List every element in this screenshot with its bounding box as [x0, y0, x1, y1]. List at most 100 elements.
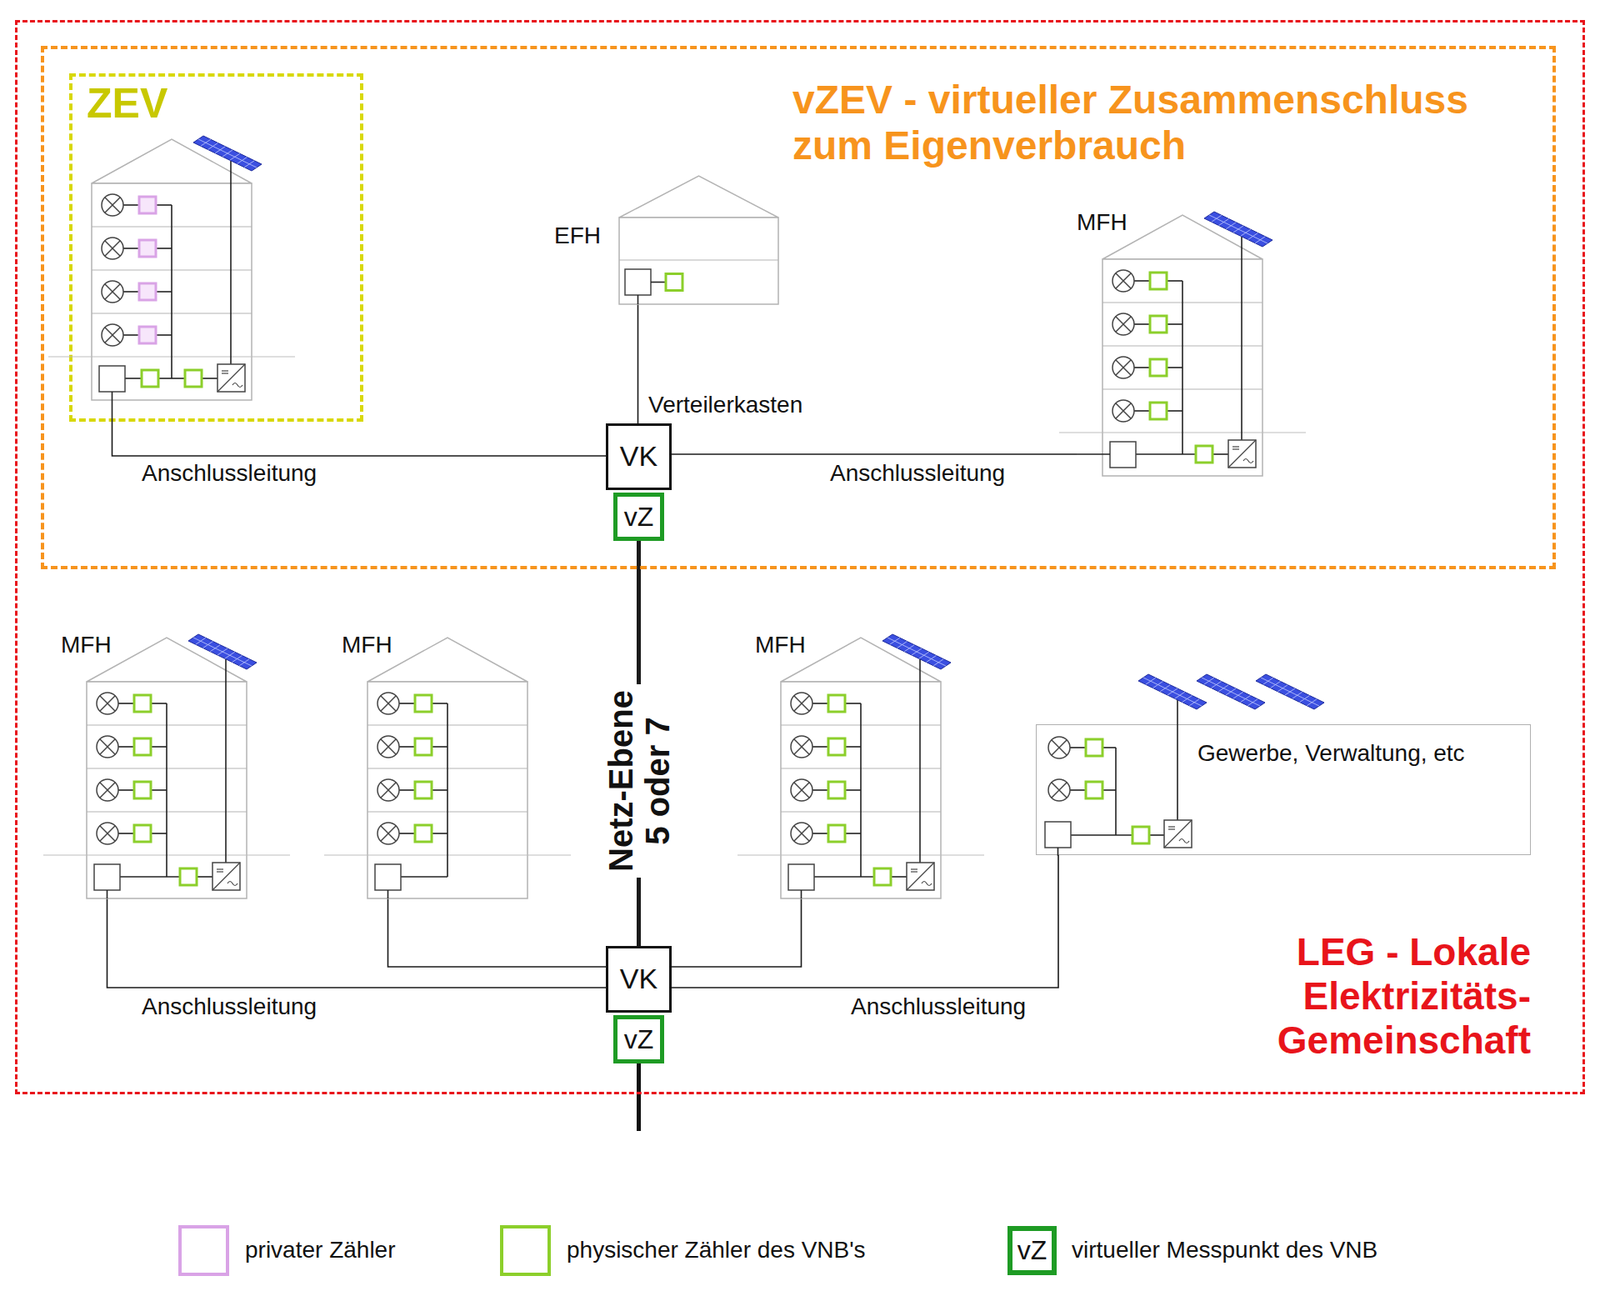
wire — [446, 703, 449, 877]
grid-meter — [180, 868, 197, 885]
lamp-symbol — [1048, 779, 1070, 801]
lamp-symbol — [1112, 400, 1135, 422]
lamp-cross — [1115, 316, 1131, 332]
legend-text-anchor: virtueller Messpunkt des VNB — [1071, 1236, 1378, 1264]
house-connection-box — [1045, 821, 1071, 848]
grid-meter — [828, 825, 845, 842]
wire — [196, 875, 213, 878]
wire — [1149, 834, 1165, 836]
distribution-box: VK — [605, 945, 672, 1013]
inverter-ac — [227, 881, 238, 886]
label-anchor: Anschlussleitung — [140, 460, 319, 487]
lamp-cross — [1051, 740, 1067, 755]
wire — [1134, 410, 1150, 412]
wire — [158, 377, 185, 380]
wire — [1166, 410, 1183, 412]
grid-meter — [134, 781, 151, 799]
lamp-cross — [794, 695, 810, 711]
vzev-region: ZEVEFHMFHVKvZvZEV - virtueller Zusammens… — [40, 45, 1556, 570]
connection-line — [112, 421, 607, 456]
house-connection-box — [375, 864, 401, 890]
wire — [1076, 453, 1110, 455]
wire — [1070, 789, 1086, 791]
inverter-ac — [921, 881, 932, 886]
wire — [1134, 323, 1150, 325]
inverter-symbol — [212, 862, 240, 890]
lamp-cross — [100, 782, 115, 798]
inverter-symbol — [217, 364, 245, 392]
lamp-symbol — [790, 692, 813, 715]
solar-cell-line — [198, 139, 257, 168]
wire — [118, 789, 135, 791]
wire — [890, 875, 907, 878]
wire — [399, 789, 415, 791]
lamp-cross — [1115, 403, 1131, 419]
mfh-building: MFH — [1076, 209, 1273, 476]
lamp-cross — [100, 739, 115, 755]
solar-panel — [1196, 674, 1265, 710]
wire — [1070, 834, 1133, 836]
efh-building: EFH — [554, 173, 779, 305]
wire — [170, 205, 173, 379]
line-label: Anschlussleitung — [828, 460, 1007, 487]
roof — [91, 139, 252, 184]
wire — [1135, 453, 1196, 455]
wire — [1240, 230, 1243, 440]
inverter-ac — [1243, 459, 1254, 464]
legend-text-anchor: physischer Zähler des VNB's — [566, 1236, 866, 1264]
grid-meter — [1085, 781, 1103, 799]
grid-meter — [1195, 445, 1213, 463]
inverter-dc — [910, 868, 918, 870]
grid-line — [636, 1063, 641, 1131]
lamp-symbol — [790, 735, 813, 758]
solar-cell-line — [1143, 677, 1202, 706]
wire — [1102, 789, 1116, 791]
lamp-cross — [380, 695, 396, 711]
wire — [118, 702, 135, 705]
lamp-cross — [105, 197, 120, 213]
lamp-cross — [1051, 782, 1067, 798]
grid-meter — [1150, 402, 1167, 420]
leg-region: ZEVEFHMFHVKvZvZEV - virtueller Zusammens… — [15, 20, 1585, 1095]
wire — [155, 204, 172, 206]
wire — [431, 702, 448, 705]
mfh-building: MFH — [755, 631, 951, 899]
region-title: ZEV — [86, 80, 168, 129]
lamp-cross — [105, 327, 120, 343]
wire — [399, 702, 415, 705]
building-wall — [367, 681, 528, 899]
house-connection-box — [94, 864, 120, 890]
lamp-cross — [794, 782, 810, 798]
legend-text: physischer Zähler des VNB's — [566, 1236, 866, 1264]
lamp-cross — [380, 782, 396, 798]
building-label: Gewerbe, Verwaltung, etc — [1197, 740, 1465, 767]
wire — [201, 377, 218, 380]
solar-cell-line — [193, 637, 252, 666]
connection-line — [388, 898, 607, 967]
wire — [1070, 746, 1086, 749]
wire — [399, 745, 415, 748]
lamp-cross — [1115, 273, 1131, 289]
grid-meter — [828, 781, 845, 799]
wire — [637, 295, 640, 305]
private-meter — [139, 326, 156, 344]
lamp-symbol — [790, 822, 813, 845]
wire — [814, 875, 875, 878]
wire — [155, 247, 172, 250]
solar-panel — [1204, 211, 1273, 247]
lamp-cross — [1115, 403, 1131, 419]
floor-line — [619, 259, 779, 260]
lamp-cross — [100, 695, 115, 711]
lamp-cross — [794, 782, 810, 798]
lamp-cross — [380, 782, 396, 798]
building-label: MFH — [60, 631, 112, 659]
virtual-meter: vZ — [613, 492, 665, 541]
roof — [619, 175, 779, 218]
inverter-ac — [1179, 839, 1190, 844]
wire — [650, 281, 666, 284]
lamp-cross — [100, 825, 115, 841]
wire — [845, 702, 861, 705]
inverter-symbol — [906, 862, 935, 890]
wire — [125, 377, 142, 380]
house-connection-box — [1110, 441, 1136, 468]
